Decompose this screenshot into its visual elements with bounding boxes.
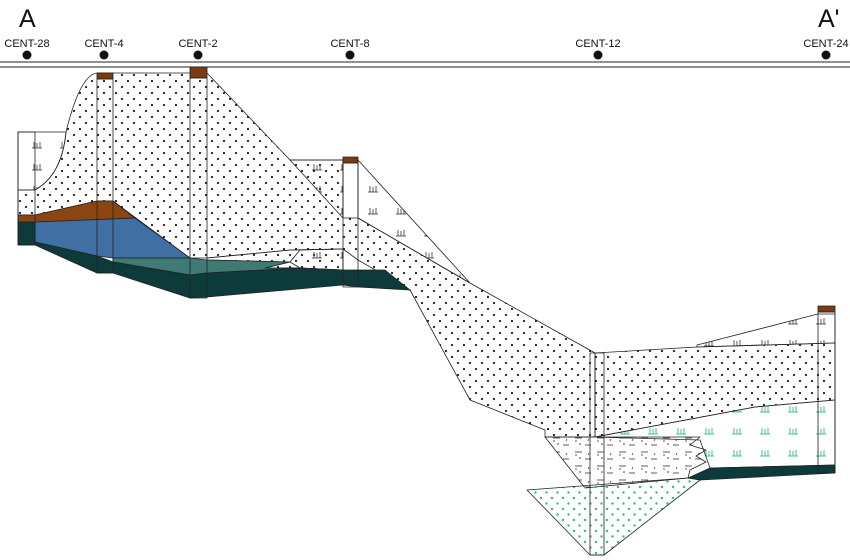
well-marker-cent-8 <box>345 50 355 60</box>
well-column-cent-28 <box>17 131 36 246</box>
well-column-cent-4 <box>96 78 114 274</box>
well-marker-cent-24 <box>821 50 831 60</box>
well-columns <box>17 77 836 556</box>
well-label-cent-8: CENT-8 <box>330 38 369 50</box>
well-column-cent-12 <box>589 352 605 556</box>
well-label-cent-4: CENT-4 <box>84 38 123 50</box>
well-label-cent-12: CENT-12 <box>575 38 620 50</box>
well-marker-cent-4 <box>99 50 109 60</box>
green-sand-unit <box>526 477 701 556</box>
well-label-cent-24: CENT-24 <box>803 38 848 50</box>
well-marker-cent-2 <box>193 50 203 60</box>
casing-cent-8 <box>342 156 359 164</box>
well-marker-cent-28 <box>22 50 32 60</box>
well-markers <box>22 50 831 60</box>
marsh-unit-cent-8-lower <box>289 248 344 271</box>
well-label-cent-2: CENT-2 <box>178 38 217 50</box>
well-label-cent-28: CENT-28 <box>4 38 49 50</box>
section-start-label: A <box>19 5 36 33</box>
well-column-cent-8 <box>342 162 359 288</box>
well-marker-cent-12 <box>593 50 603 60</box>
section-line <box>0 61 850 68</box>
stratigraphy <box>17 66 836 556</box>
well-labels: CENT-28 CENT-4 CENT-2 CENT-8 CENT-12 CEN… <box>4 38 848 50</box>
section-end-label: A' <box>818 5 839 33</box>
well-column-cent-2 <box>189 77 208 299</box>
casing-cent-2 <box>189 66 208 79</box>
well-column-cent-24 <box>817 311 836 474</box>
marsh-unit-right-upper <box>696 313 836 348</box>
casing-cent-4 <box>96 72 114 80</box>
casing-cent-24 <box>817 305 836 313</box>
